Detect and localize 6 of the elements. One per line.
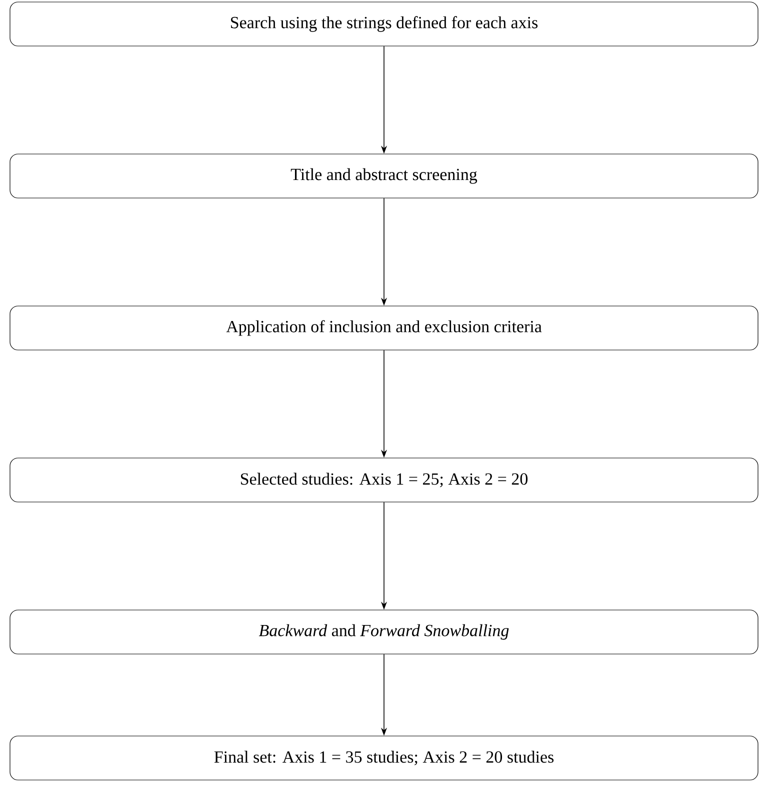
process-box: Final set: Axis 1 = 35 studies; Axis 2 = 20 studies	[10, 736, 758, 780]
process-box: Selected studies: Axis 1 = 25; Axis 2 = 20	[10, 458, 758, 502]
process-box: Search using the strings defined for each axis	[10, 2, 758, 46]
process-box: Title and abstract screening	[10, 154, 758, 198]
process-box: Application of inclusion and exclusion criteria	[10, 306, 758, 350]
process-box: Backward and Forward Snowballing	[10, 610, 758, 654]
